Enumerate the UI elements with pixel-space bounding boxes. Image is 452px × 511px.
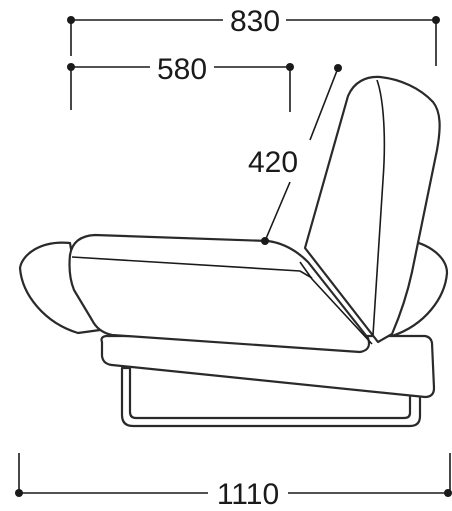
dim-830-label: 830 — [230, 5, 280, 38]
dim-580-label: 580 — [157, 53, 207, 86]
dim-1110-dot-left — [15, 489, 23, 497]
dim-580-dot-right — [286, 63, 294, 71]
dim-580-dot-left — [67, 63, 75, 71]
dim-420-line-bottom — [264, 181, 291, 242]
chair-illustration — [18, 75, 449, 428]
backrest-edge — [372, 79, 386, 336]
seat-fold-line — [299, 261, 373, 345]
dim-1110-dot-right — [444, 489, 452, 497]
dimension-580: 580 — [67, 53, 294, 112]
dimension-830: 830 — [67, 5, 440, 66]
dim-830-dot-right — [432, 16, 440, 24]
seat-top-edge — [71, 256, 313, 279]
dim-420-label: 420 — [248, 146, 298, 179]
dim-830-dot-left — [67, 16, 75, 24]
dim-420-line-top — [309, 67, 339, 141]
seat-cushion — [68, 233, 371, 354]
dim-1110-label: 1110 — [217, 478, 279, 511]
dim-420-dot-top — [334, 64, 342, 72]
backrest — [303, 75, 441, 344]
dim-420-dot-bottom — [261, 237, 269, 245]
dimension-420: 420 — [248, 64, 342, 245]
dimension-1110: 1110 — [15, 453, 452, 511]
